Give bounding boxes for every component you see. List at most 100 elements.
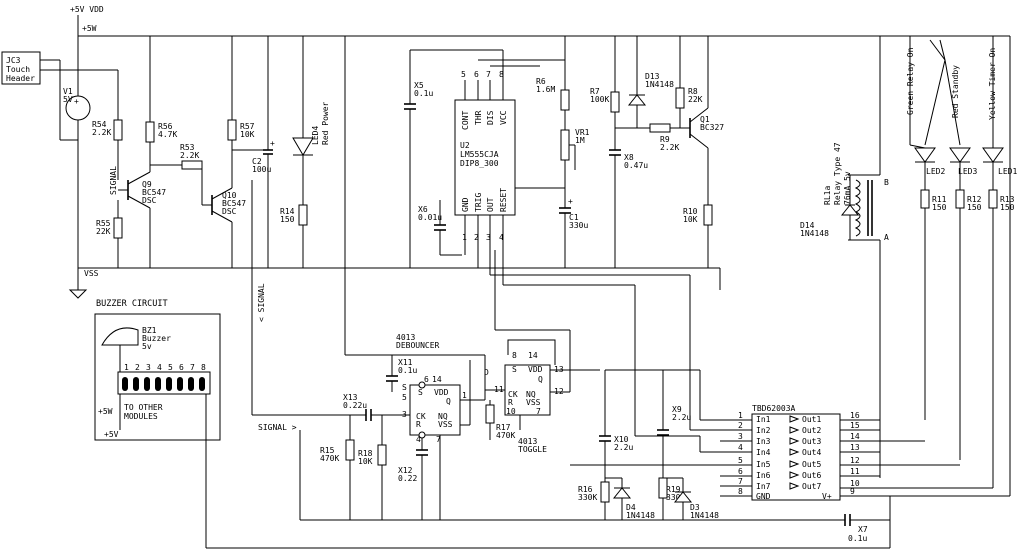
r17-ref: R17 [496,423,511,432]
tbd-out2: Out2 [802,426,821,435]
led4: LED4 Red Power [292,36,330,205]
to-modules-1: TO OTHER [124,403,163,412]
q1-transistor: Q1 BC327 [689,36,724,205]
u4013b-title: 4013 [518,437,537,446]
relay-rating: 76mA 5v [843,171,852,205]
r18-val: 10K [358,457,373,466]
tbd-out7: Out7 [802,482,821,491]
r9-ref: R9 [660,135,670,144]
plus5v-label: +5V [104,430,119,439]
u2-val: LM555CJA [460,150,499,159]
tbd-left-pins: 1 2 3 4 5 6 7 8 In1 In2 In3 In4 In5 In6 … [720,411,771,501]
tbd-buffers [789,415,800,490]
tbd-out3: Out3 [802,437,821,446]
u4013a-debouncer: 4013 DEBOUNCER S VDD Q CK R NQ VSS S 6 1… [396,333,485,520]
q10-ref: Q10 [222,191,237,200]
svg-text:14: 14 [528,351,538,360]
u4013b-vss: VSS [526,398,541,407]
x11-capacitor: X11 0.1u [386,355,417,392]
tbd-ref: TBD62003A [752,404,796,413]
u4013a-r: R [416,420,421,429]
led4-ref: LED4 [311,126,320,145]
x6-capacitor: X6 0.01u [418,200,462,256]
d4-diode: D4 1N4148 [605,477,655,520]
x9-capacitor: X9 2.2u [657,370,691,478]
r55-val: 22K [96,227,111,236]
tbd-out4: Out4 [802,448,821,457]
u4013a-nq: NQ [438,412,448,421]
r13-resistor: R13 150 [988,189,1015,488]
r12-ref: R12 [967,195,982,204]
c2-val: 100u [252,165,271,174]
svg-text:4: 4 [416,435,421,444]
svg-text:+: + [568,197,573,206]
x13-capacitor: X13 0.22u [343,393,410,421]
d4-val: 1N4148 [626,511,655,520]
u4013a-q: Q [446,397,451,406]
bz1-val2: 5v [142,342,152,351]
svg-text:14: 14 [432,375,442,384]
v1-val: 5V [63,95,73,104]
v5-label: +5W [82,24,97,33]
x6-ref: X6 [418,205,428,214]
r11-ref: R11 [932,195,947,204]
d14-ref: D14 [800,221,815,230]
r14-resistor: R14 150 [280,204,308,268]
d3-diode: D3 1N4148 [663,477,719,520]
d14-diode: D14 1N4148 [800,175,860,240]
x9-ref: X9 [672,405,682,414]
x6-val: 0.01u [418,213,442,222]
r53-resistor: R53 2.2K [150,143,203,205]
x7-capacitor: X7 0.1u [720,496,891,548]
u2-trig: TRIG [474,193,483,212]
r54-resistor: R54 2.2K [92,70,123,180]
x11-val: 0.1u [398,366,417,375]
tbd-lnum8: 8 [738,487,743,496]
svg-text:7: 7 [436,435,441,444]
x7-ref: X7 [858,525,868,534]
u2-ref: U2 [460,141,470,150]
tbd-gnd: GND [756,492,771,501]
r8-ref: R8 [688,87,698,96]
q10-pkg: DSC [222,207,237,216]
u2-pin3: 3 [486,233,491,242]
r18-resistor: R18 10K [358,415,387,520]
bz-pin3: 3 [146,363,151,372]
led-indicators: Green Relay On Red Standby Yellow Timer … [906,36,1017,190]
x5-capacitor: X5 0.1u [404,49,500,268]
r19-ref: R19 [666,485,681,494]
d13-val: 1N4148 [645,80,674,89]
tbd-lnum2: 2 [738,421,743,430]
r6-resistor: R6 1.6M [536,36,570,130]
x10-ref: X10 [614,435,629,444]
bz-pin1: 1 [124,363,129,372]
tbd-rnum13: 13 [850,443,860,452]
u2-pin7: 7 [486,70,491,79]
tbd-in3: In3 [756,437,771,446]
bz-pin2: 2 [135,363,140,372]
u2-gnd: GND [461,197,470,212]
u2-pin4: 4 [499,233,504,242]
signal-label-1: SIGNAL [109,166,118,195]
d13-ref: D13 [645,72,660,81]
bz-pin4: 4 [157,363,162,372]
u4013a-sub: DEBOUNCER [396,341,440,350]
x8-capacitor: X8 0.47u [609,128,648,268]
u2-pin6: 6 [474,70,479,79]
r13-val: 150 [1000,203,1015,212]
x13-ref: X13 [343,393,358,402]
q9-pkg: DSC [142,196,157,205]
u2-pin2: 2 [474,233,479,242]
r10-resistor: R10 10K [683,204,713,268]
u2-pin5: 5 [461,70,466,79]
tbd-lnum7: 7 [738,477,743,486]
tbd-rnum14: 14 [850,432,860,441]
bz1-ref: BZ1 [142,326,157,335]
vr1-val: 1M [575,136,585,145]
u2-pin8: 8 [499,70,504,79]
plus5w-label: +5W [98,407,113,416]
tbd-in6: In6 [756,471,771,480]
svg-text:+: + [270,139,275,148]
